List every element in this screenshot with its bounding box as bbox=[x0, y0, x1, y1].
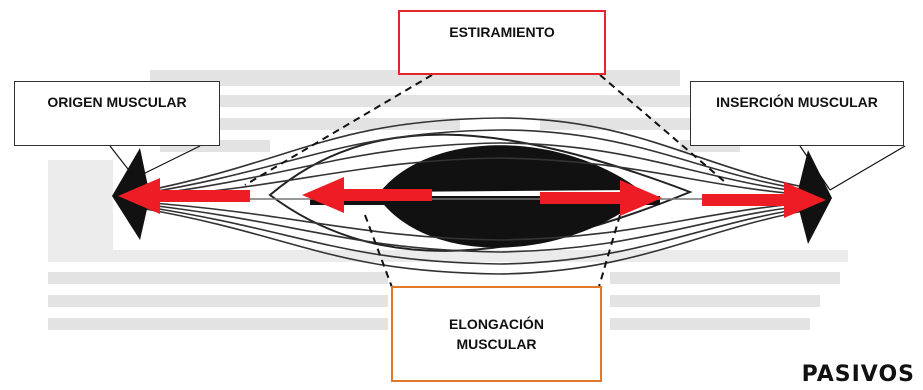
footer-pasivos: PASIVOS bbox=[801, 362, 915, 387]
label-estiramiento-text: ESTIRAMIENTO bbox=[449, 24, 555, 40]
arrow-left-outer bbox=[118, 178, 250, 214]
dashed-pointers bbox=[244, 74, 726, 291]
label-estiramiento: ESTIRAMIENTO bbox=[398, 10, 606, 75]
label-insercion-muscular: INSERCIÓN MUSCULAR bbox=[690, 81, 904, 146]
muscle-fibers bbox=[139, 117, 821, 275]
arrow-left-inner bbox=[302, 177, 432, 213]
label-elongacion-muscular: ELONGACIÓN MUSCULAR bbox=[391, 286, 602, 382]
callout-pointers bbox=[109, 145, 906, 191]
label-elongacion-line1: ELONGACIÓN bbox=[449, 316, 544, 332]
arrow-right-outer bbox=[702, 182, 826, 218]
arrow-right-inner bbox=[540, 180, 662, 216]
label-elongacion-line2: MUSCULAR bbox=[456, 336, 537, 352]
stretch-arrows bbox=[118, 177, 826, 218]
label-insercion-text: INSERCIÓN MUSCULAR bbox=[716, 94, 878, 110]
label-origen-muscular: ORIGEN MUSCULAR bbox=[14, 81, 220, 146]
label-origen-text: ORIGEN MUSCULAR bbox=[47, 94, 187, 110]
